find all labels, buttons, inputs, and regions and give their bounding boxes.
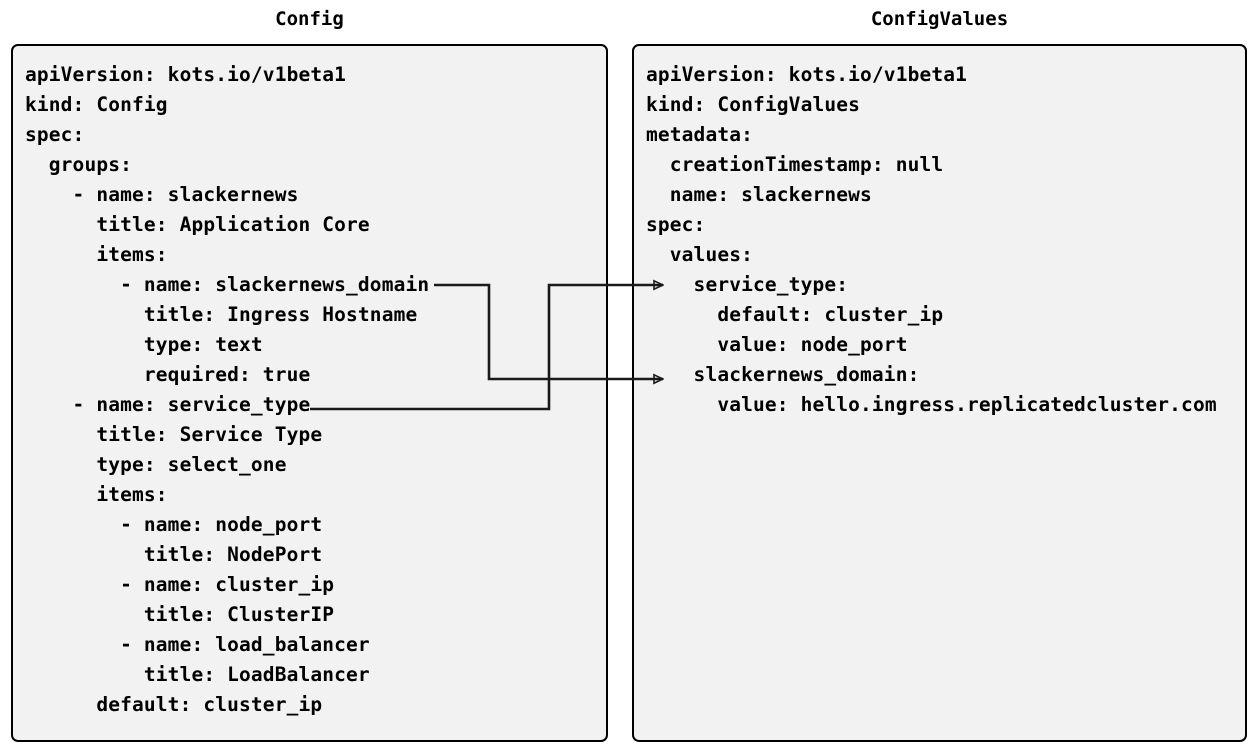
- configvalues-yaml-text: apiVersion: kots.io/v1beta1 kind: Config…: [646, 63, 1217, 416]
- page-title-configvalues: ConfigValues: [870, 8, 1009, 30]
- page-title-config: Config: [275, 8, 344, 30]
- config-panel: apiVersion: kots.io/v1beta1 kind: Config…: [11, 44, 608, 742]
- config-yaml-text: apiVersion: kots.io/v1beta1 kind: Config…: [25, 63, 430, 716]
- configvalues-panel: apiVersion: kots.io/v1beta1 kind: Config…: [632, 44, 1247, 742]
